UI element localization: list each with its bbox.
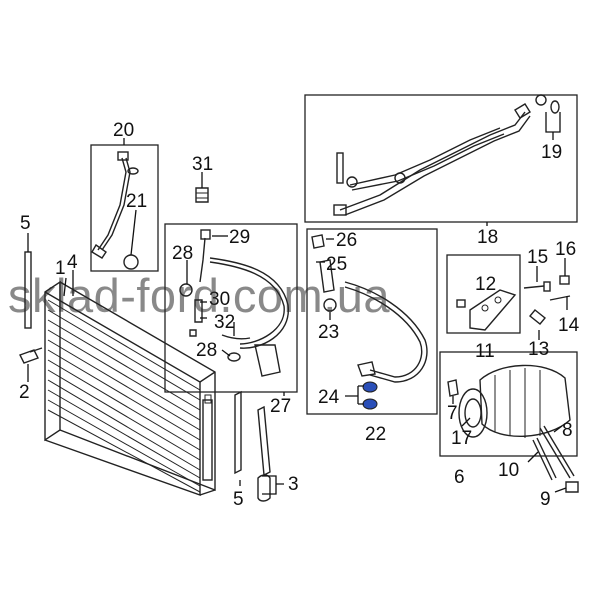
suction-line-27 bbox=[179, 229, 289, 377]
callout-18: 18 bbox=[477, 227, 498, 248]
callout-16: 16 bbox=[555, 239, 576, 260]
bolt-2 bbox=[19, 347, 43, 364]
callout-3: 3 bbox=[288, 474, 299, 495]
callout-15: 15 bbox=[527, 247, 548, 268]
hose-assembly-18 bbox=[333, 94, 560, 216]
callout-26: 26 bbox=[336, 230, 357, 251]
callout-1: 1 bbox=[55, 258, 66, 279]
callout-31: 31 bbox=[192, 154, 213, 175]
callout-2: 2 bbox=[19, 382, 30, 403]
box-20-line-assembly bbox=[90, 144, 159, 272]
callout-19: 19 bbox=[541, 142, 562, 163]
cap-31 bbox=[195, 187, 209, 203]
box-27-suction-line bbox=[164, 223, 298, 393]
discharge-line-22 bbox=[311, 234, 428, 410]
watermark-text: sklad-ford.com.ua bbox=[8, 269, 390, 322]
callout-27: 27 bbox=[270, 396, 291, 417]
o-ring-highlight-lower bbox=[362, 398, 378, 410]
callout-12: 12 bbox=[475, 274, 496, 295]
callout-14: 14 bbox=[558, 315, 580, 336]
callout-8: 8 bbox=[562, 420, 573, 441]
bolts-8-10 bbox=[532, 425, 579, 493]
callout-13: 13 bbox=[528, 339, 549, 360]
callout-30: 30 bbox=[209, 289, 230, 310]
box-6-compressor bbox=[439, 351, 578, 457]
callout-22: 22 bbox=[365, 424, 386, 445]
callout-labels: 5 1 4 2 20 21 31 29 28 30 32 28 27 26 25… bbox=[19, 120, 580, 510]
compressor-6 bbox=[447, 364, 571, 438]
condenser bbox=[44, 280, 216, 496]
callout-6: 6 bbox=[454, 467, 465, 488]
leader-lines bbox=[27, 112, 568, 495]
callout-7: 7 bbox=[447, 403, 458, 424]
callout-10: 10 bbox=[498, 460, 519, 481]
callout-32: 32 bbox=[214, 312, 235, 333]
bracket-11 bbox=[456, 289, 517, 331]
callout-21: 21 bbox=[126, 191, 147, 212]
callout-4: 4 bbox=[67, 252, 78, 273]
callout-20: 20 bbox=[113, 120, 134, 141]
callout-25: 25 bbox=[326, 254, 347, 275]
callout-28-upper: 28 bbox=[172, 243, 193, 264]
callout-5-left: 5 bbox=[20, 213, 31, 234]
callout-17: 17 bbox=[451, 428, 472, 449]
callout-11: 11 bbox=[475, 341, 495, 362]
callout-28-lower: 28 bbox=[196, 340, 217, 361]
callout-24: 24 bbox=[318, 387, 340, 408]
callout-9: 9 bbox=[540, 489, 551, 510]
o-ring-highlight-upper bbox=[362, 381, 378, 393]
callout-29: 29 bbox=[229, 227, 250, 248]
liquid-line-20 bbox=[91, 151, 139, 270]
box-11-bracket bbox=[446, 254, 521, 334]
callout-5-bottom: 5 bbox=[233, 489, 244, 510]
seal-strip-bottom bbox=[234, 390, 242, 475]
callout-23: 23 bbox=[318, 322, 339, 343]
box-22-discharge-line bbox=[306, 228, 438, 415]
box-18-hose-assembly bbox=[304, 94, 578, 223]
seal-strip-3 bbox=[257, 405, 271, 502]
